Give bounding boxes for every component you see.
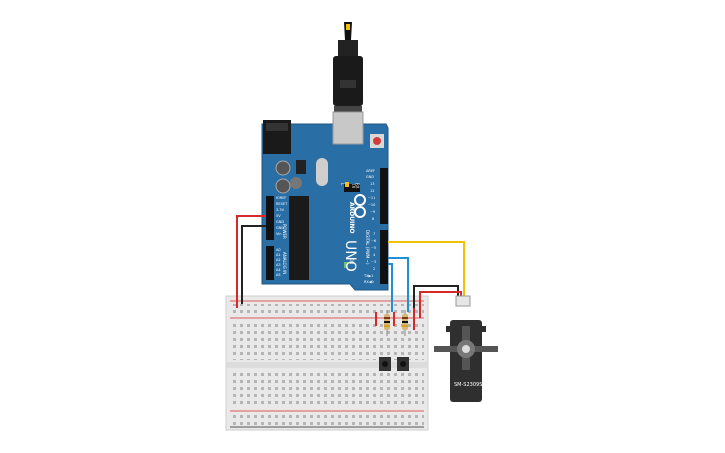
digital-pin-label: TX▶1 [363, 274, 373, 278]
power-pin-label: 5V [276, 214, 281, 218]
digital-pin-label: AREF [366, 169, 375, 173]
power-pin-label: GND [276, 226, 284, 230]
digital-pin-label: 7 [373, 232, 375, 236]
wire-button [388, 263, 393, 312]
arduino-uno-board: ARDUINO UNO POWER ANALOG IN DIGITAL (PWM… [261, 111, 389, 291]
analog-pin-label: A2 [276, 258, 281, 262]
power-header-label: POWER [282, 224, 287, 239]
analog-header [266, 246, 274, 280]
digital-pin-label: ~11 [368, 196, 375, 200]
push-button [379, 357, 391, 371]
digital-pin-label: ~3 [371, 260, 376, 264]
wire-gnd [241, 225, 266, 304]
digital-pin-label: ~6 [371, 239, 376, 243]
digital-pin-label: GND [366, 175, 374, 179]
analog-pin-label: A3 [276, 263, 281, 267]
l-label: L [340, 183, 345, 186]
power-pin-label: GND [276, 220, 284, 224]
digital-header-label: DIGITAL (PWM ~) [365, 230, 370, 265]
push-button [397, 357, 409, 371]
board-model-text: UNO [342, 240, 358, 272]
usb-cable [333, 22, 363, 114]
servo-motor: SM-S2309S [434, 295, 498, 402]
wire-5v [236, 215, 266, 308]
power-header [266, 196, 274, 240]
digital-header-top [380, 168, 388, 224]
arduino-logo-text: ARDUINO [348, 202, 355, 233]
wire-servo-power [419, 291, 462, 318]
analog-pin-label: A4 [276, 268, 281, 272]
power-pin-label: Vin [276, 232, 282, 236]
arduino-logo-icon [354, 194, 366, 218]
wires [236, 215, 465, 330]
analog-pin-label: A5 [276, 273, 281, 277]
tx-label: TX [351, 182, 356, 188]
analog-pin-label: A0 [276, 248, 281, 252]
digital-pin-label: 8 [372, 217, 374, 221]
digital-pin-label: 13 [370, 182, 374, 186]
wire-button [388, 257, 409, 312]
digital-pin-label: 2 [373, 267, 375, 271]
resistor [402, 310, 408, 336]
power-pin-label: RESET [276, 202, 288, 206]
power-pin-label: 3.3V [276, 208, 285, 212]
power-pin-label: IOREF [276, 196, 286, 200]
digital-header-bottom [380, 230, 388, 284]
resistor [384, 310, 390, 336]
analog-pin-label: A1 [276, 253, 281, 257]
wire-servo-signal [388, 241, 465, 296]
digital-pin-label: ~9 [370, 210, 375, 214]
servo-label: SM-S2309S [454, 382, 482, 388]
digital-pin-label: 12 [370, 189, 374, 193]
digital-pin-label: ~5 [371, 246, 376, 250]
digital-pin-label: RX◀0 [364, 280, 374, 284]
digital-pin-label: ~10 [368, 203, 375, 207]
analog-header-label: ANALOG IN [282, 252, 287, 274]
on-label: ON [349, 258, 354, 264]
digital-pin-label: 4 [373, 253, 376, 257]
rx-label: RX [355, 183, 360, 189]
